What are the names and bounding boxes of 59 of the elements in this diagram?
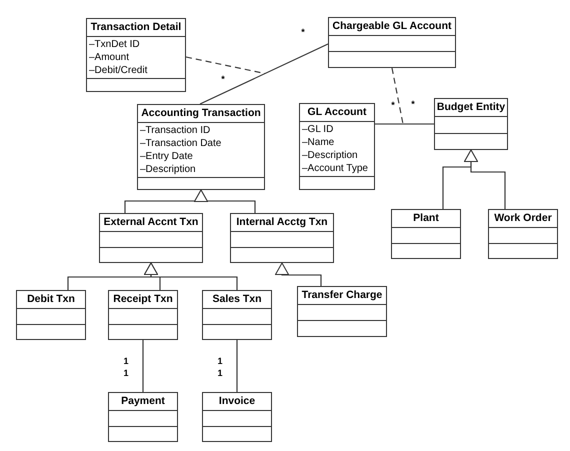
attribute-text: –TxnDet ID (89, 38, 140, 51)
class-name: Transfer Charge (302, 289, 382, 302)
class-name: GL Account (308, 106, 366, 119)
class-name: Chargeable GL Account (332, 20, 452, 33)
attribute-text: –Description (140, 163, 196, 176)
class-box (108, 290, 178, 340)
class-box (202, 290, 272, 340)
association-line (200, 44, 328, 104)
class-name: Invoice (218, 395, 256, 408)
association-line (375, 123, 434, 125)
multiplicity-label: 1 (124, 356, 128, 366)
attribute-text: –Transaction Date (140, 137, 222, 150)
class-box (328, 17, 456, 68)
multiplicity-label: 1 (218, 368, 222, 378)
attribute-text: –Name (302, 136, 334, 149)
multiplicity-label: 1 (218, 356, 222, 366)
class-name: Work Order (494, 212, 552, 225)
attribute-text: –Entry Date (140, 150, 193, 163)
class-name: Debit Txn (27, 293, 75, 306)
generalization-arrow (464, 150, 506, 209)
generalization-arrow (144, 262, 238, 290)
attribute-text: –Account Type (302, 162, 368, 175)
association-class-link (186, 56, 266, 74)
multiplicity-label: * (301, 27, 305, 37)
class-box (86, 18, 186, 92)
multiplicity-label: 1 (124, 368, 128, 378)
class-name: Accounting Transaction (141, 107, 261, 120)
attribute-text: –Debit/Credit (89, 64, 148, 77)
class-box (297, 286, 387, 337)
class-box (137, 104, 265, 190)
class-box (99, 213, 203, 263)
class-name: Internal Acctg Txn (236, 216, 328, 229)
class-name: Budget Entity (436, 101, 506, 114)
association-line (142, 340, 144, 392)
class-box (434, 98, 508, 150)
multiplicity-label: * (411, 99, 415, 109)
association-class-link (391, 68, 404, 124)
generalization-arrow (194, 190, 256, 213)
class-box (299, 103, 375, 190)
attribute-text: –Amount (89, 51, 130, 64)
generalization-arrow (275, 262, 322, 286)
class-name: Receipt Txn (113, 293, 173, 306)
class-name: Plant (413, 212, 439, 225)
multiplicity-label: * (221, 74, 225, 84)
attribute-text: –Transaction ID (140, 124, 210, 137)
class-box (16, 290, 86, 340)
class-name: External Accnt Txn (104, 216, 198, 229)
class-box (488, 209, 558, 259)
class-name: Sales Txn (212, 293, 262, 306)
class-name: Transaction Detail (90, 21, 182, 34)
class-name: Payment (121, 395, 165, 408)
class-box (391, 209, 461, 259)
attribute-text: –Description (302, 149, 358, 162)
multiplicity-label: * (391, 100, 395, 110)
association-line (236, 340, 238, 392)
attribute-text: –GL ID (302, 123, 334, 136)
class-box (108, 392, 178, 442)
class-box (202, 392, 272, 442)
class-box (230, 213, 334, 263)
